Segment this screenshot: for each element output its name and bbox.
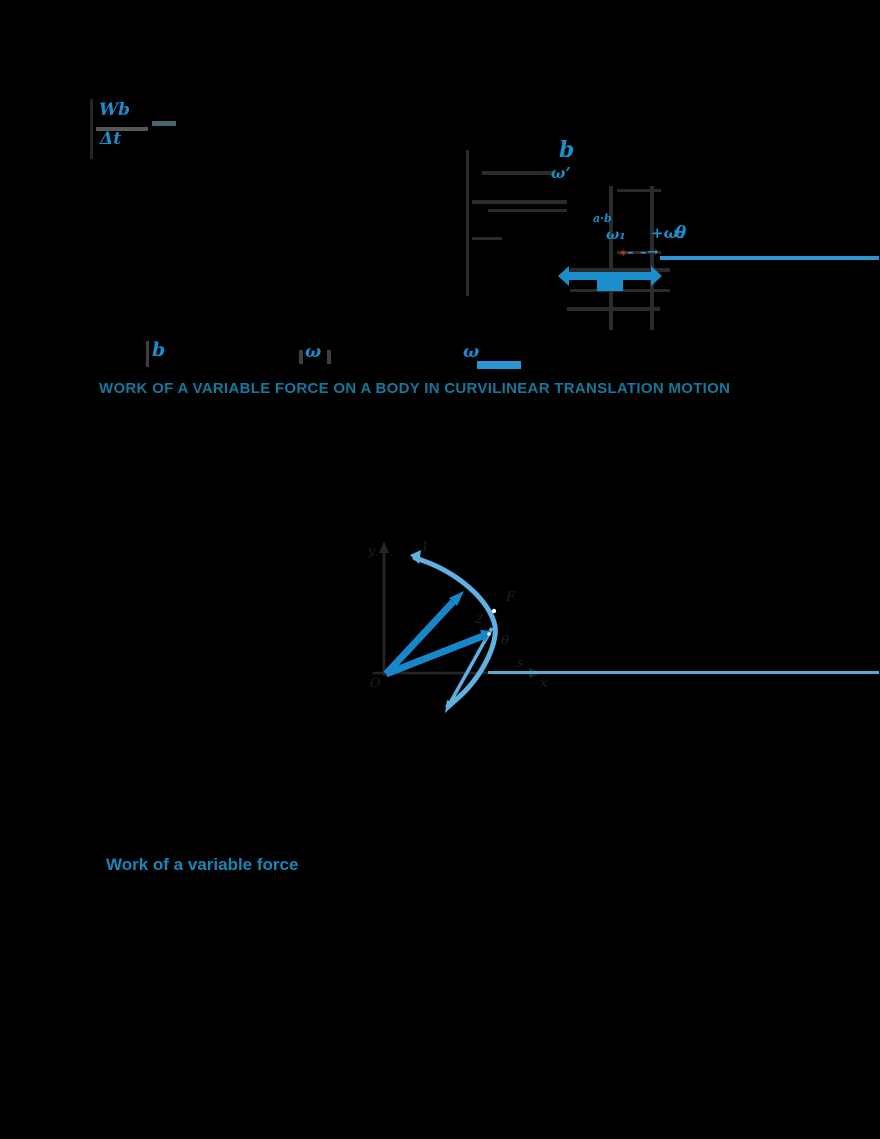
position-vector-r2 bbox=[384, 632, 485, 678]
equation-symbol-theta: θ bbox=[675, 223, 687, 243]
fraction-denominator: Δt bbox=[100, 129, 122, 149]
point-marker-2 bbox=[487, 632, 491, 636]
fraction-bar bbox=[570, 268, 670, 272]
equation-symbol-omega1: ω₁ bbox=[606, 227, 626, 243]
label-tick bbox=[327, 350, 331, 364]
equals-dash bbox=[152, 121, 176, 126]
section-heading: WORK OF A VARIABLE FORCE ON A BODY IN CU… bbox=[99, 380, 731, 397]
dimension-arrow-left-head bbox=[558, 266, 569, 286]
path-curve bbox=[412, 555, 498, 709]
fraction-bar bbox=[567, 307, 660, 311]
dimension-arrow-right-head bbox=[651, 266, 662, 286]
label-point1: 1 bbox=[421, 540, 429, 555]
fraction-left-rule bbox=[90, 99, 93, 159]
margin-label-2: ω bbox=[305, 342, 322, 362]
fraction-numerator: Wb bbox=[99, 100, 130, 120]
path-curve-arrowhead bbox=[410, 550, 421, 564]
equation-vertical-rule bbox=[650, 186, 654, 330]
label-underline-bar bbox=[477, 361, 521, 369]
label-arc: s bbox=[517, 656, 524, 671]
dashed-arrow: – –→ bbox=[627, 245, 660, 260]
label-y-axis: y bbox=[367, 544, 376, 559]
fraction-bar bbox=[472, 200, 567, 204]
force-line-arrowhead bbox=[445, 700, 455, 713]
dimension-arrow-bar bbox=[568, 272, 652, 280]
point-marker-1 bbox=[491, 608, 497, 614]
equation-vertical-rule bbox=[609, 186, 613, 330]
fraction-bar bbox=[472, 237, 502, 240]
margin-label-1: b bbox=[152, 339, 166, 361]
equation-symbol-omega: ω’ bbox=[551, 164, 571, 182]
fraction-bar bbox=[617, 251, 661, 254]
label-origin: O bbox=[370, 676, 381, 691]
fraction-bar bbox=[617, 189, 661, 192]
dimension-arrow-tab bbox=[597, 280, 623, 291]
fraction-bar bbox=[96, 127, 148, 131]
equation-symbol-omega2: +ω₂ bbox=[651, 224, 685, 242]
footnote-asterisk: * bbox=[620, 248, 627, 262]
equation-symbol-ab: a·b bbox=[593, 212, 612, 225]
figure-curvilinear-motion: y 1 F 2 θ s O x bbox=[367, 540, 879, 713]
callout-line bbox=[660, 256, 879, 260]
fraction-bar bbox=[482, 171, 553, 175]
label-force: F bbox=[505, 590, 516, 605]
fraction-bar bbox=[488, 209, 567, 212]
margin-label-3: ω bbox=[463, 342, 480, 362]
equation-symbol-b: b bbox=[559, 137, 575, 163]
label-x-axis: x bbox=[540, 676, 548, 691]
subsection-heading: Work of a variable force bbox=[106, 855, 299, 874]
equation-vertical-rule bbox=[466, 150, 469, 296]
label-point2: 2 bbox=[474, 612, 483, 627]
label-tick bbox=[299, 350, 303, 364]
position-vector-r1-arrowhead bbox=[449, 591, 464, 606]
label-angle: θ bbox=[501, 634, 509, 649]
label-tick bbox=[146, 341, 149, 367]
position-vector-r1 bbox=[383, 599, 456, 677]
y-axis-arrowhead bbox=[379, 541, 389, 553]
